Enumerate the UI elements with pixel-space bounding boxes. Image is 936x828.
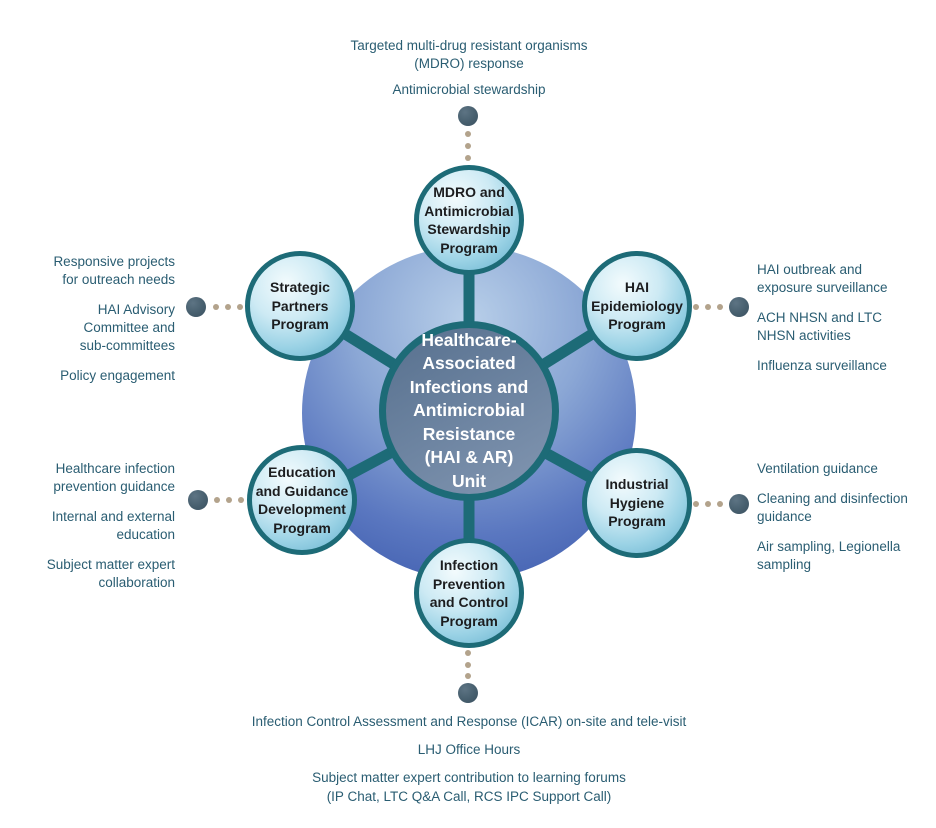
annotation-block-right-lower: Ventilation guidance Cleaning and disinf…: [757, 460, 936, 574]
connector-dot-top-small: [465, 131, 471, 137]
annotation-block-right-upper: HAI outbreak and exposure surveillance A…: [757, 261, 932, 375]
annotation-item: ACH NHSN and LTC NHSN activities: [757, 310, 883, 343]
node-infection-prevention-control-program: Infection Prevention and Control Program: [414, 538, 524, 648]
annotation-item: Cleaning and disinfection guidance: [757, 491, 908, 524]
node-label: Infection Prevention and Control Program: [429, 557, 509, 629]
annotation-item: Policy engagement: [60, 368, 175, 383]
connector-dot-left-lower-small: [238, 497, 244, 503]
annotation-item: Influenza surveillance: [757, 358, 887, 373]
connector-dot-bottom: [458, 683, 478, 703]
annotation-item: Responsive projects for outreach needs: [53, 254, 175, 287]
node-education-guidance-program: Education and Guidance Development Progr…: [247, 445, 357, 555]
connector-dot-left-upper-small: [237, 304, 243, 310]
connector-dot-left-upper-small: [213, 304, 219, 310]
connector-dot-bottom-small: [465, 650, 471, 656]
annotation-item: Infection Control Assessment and Respons…: [251, 714, 687, 729]
connector-dot-top: [458, 106, 478, 126]
node-industrial-hygiene-program: Industrial Hygiene Program: [582, 448, 692, 558]
connector-dot-right-lower-small: [693, 501, 699, 507]
connector-dot-top-small: [465, 143, 471, 149]
node-strategic-partners-program: Strategic Partners Program: [245, 251, 355, 361]
node-mdro-stewardship-program: MDRO and Antimicrobial Stewardship Progr…: [414, 165, 524, 275]
connector-dot-right-upper-small: [705, 304, 711, 310]
node-label: MDRO and Antimicrobial Stewardship Progr…: [424, 184, 514, 256]
annotation-item: Internal and external education: [51, 509, 175, 542]
connector-dot-left-upper: [186, 297, 206, 317]
annotation-item: HAI Advisory Committee and sub-committee…: [79, 302, 175, 353]
connector-dot-right-lower-small: [717, 501, 723, 507]
node-label: Strategic Partners Program: [270, 279, 330, 333]
annotation-block-left-lower: Healthcare infection prevention guidance…: [30, 460, 175, 592]
node-label: HAI Epidemiology Program: [591, 279, 683, 333]
annotation-item: LHJ Office Hours: [417, 742, 521, 757]
annotation-item: HAI outbreak and exposure surveillance: [757, 262, 888, 295]
annotation-item: Antimicrobial stewardship: [392, 82, 546, 97]
annotation-item: Ventilation guidance: [757, 461, 878, 476]
hub-circle-hai-ar-unit: Healthcare- Associated Infections and An…: [379, 321, 559, 501]
connector-dot-right-upper: [729, 297, 749, 317]
annotation-block-bottom: Infection Control Assessment and Respons…: [134, 712, 804, 806]
node-label: Education and Guidance Development Progr…: [255, 464, 349, 536]
annotation-item: Air sampling, Legionella sampling: [757, 539, 901, 572]
annotation-item: Subject matter expert collaboration: [46, 557, 175, 590]
connector-dot-left-upper-small: [225, 304, 231, 310]
node-label: Industrial Hygiene Program: [605, 476, 669, 530]
connector-dot-right-upper-small: [693, 304, 699, 310]
connector-dot-right-lower: [729, 494, 749, 514]
connector-dot-left-lower: [188, 490, 208, 510]
annotation-block-left-upper: Responsive projects for outreach needs H…: [30, 253, 175, 385]
connector-dot-left-lower-small: [214, 497, 220, 503]
hub-label: Healthcare- Associated Infections and An…: [409, 329, 529, 491]
annotation-item: Subject matter expert contribution to le…: [312, 770, 626, 804]
connector-dot-bottom-small: [465, 662, 471, 668]
annotation-block-top: Targeted multi-drug resistant organisms …: [149, 37, 789, 99]
connector-dot-right-lower-small: [705, 501, 711, 507]
annotation-item: Targeted multi-drug resistant organisms …: [350, 38, 588, 71]
annotation-item: Healthcare infection prevention guidance: [53, 461, 175, 494]
connector-dot-top-small: [465, 155, 471, 161]
connector-dot-right-upper-small: [717, 304, 723, 310]
connector-dot-bottom-small: [465, 673, 471, 679]
node-hai-epidemiology-program: HAI Epidemiology Program: [582, 251, 692, 361]
connector-dot-left-lower-small: [226, 497, 232, 503]
